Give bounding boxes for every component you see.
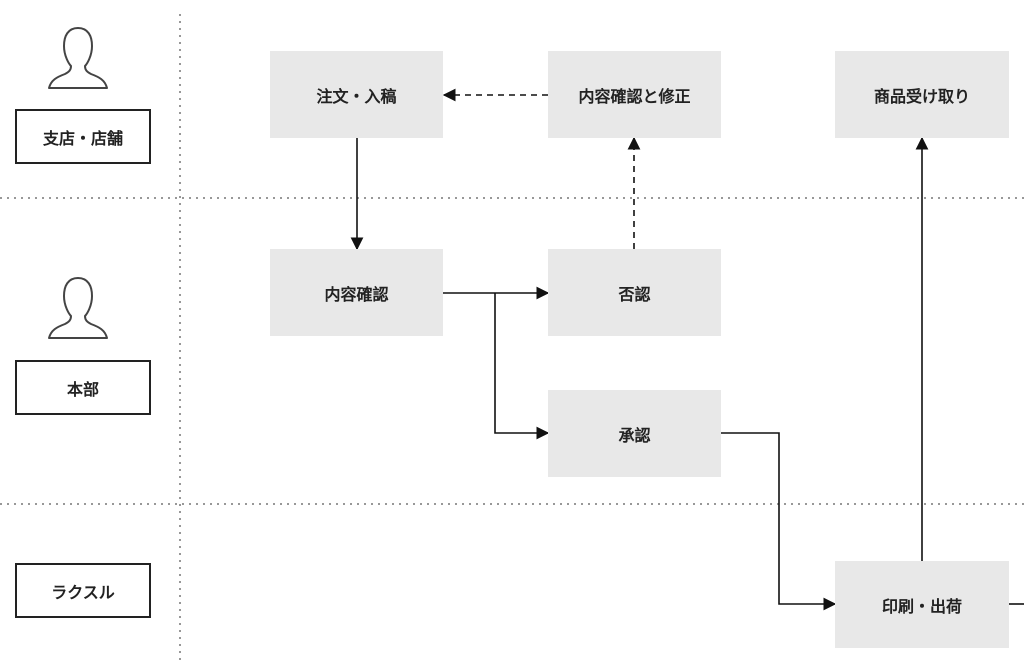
node-reject: 否認: [548, 249, 721, 336]
lane-label-headquarters: 本部: [15, 360, 151, 415]
arrow-check-to-approve: [494, 293, 550, 440]
node-order-submit: 注文・入稿: [270, 51, 443, 138]
node-print-ship: 印刷・出荷: [835, 561, 1009, 648]
person-icon: [48, 277, 108, 339]
node-approve: 承認: [548, 390, 721, 477]
lane-label-raksul: ラクスル: [15, 563, 151, 618]
node-content-check: 内容確認: [270, 249, 443, 336]
person-icon: [48, 27, 108, 89]
arrow-approve-to-print: [721, 432, 837, 611]
node-receive-product: 商品受け取り: [835, 51, 1009, 138]
node-review-and-fix: 内容確認と修正: [548, 51, 721, 138]
lane-label-branch: 支店・店舗: [15, 109, 151, 164]
